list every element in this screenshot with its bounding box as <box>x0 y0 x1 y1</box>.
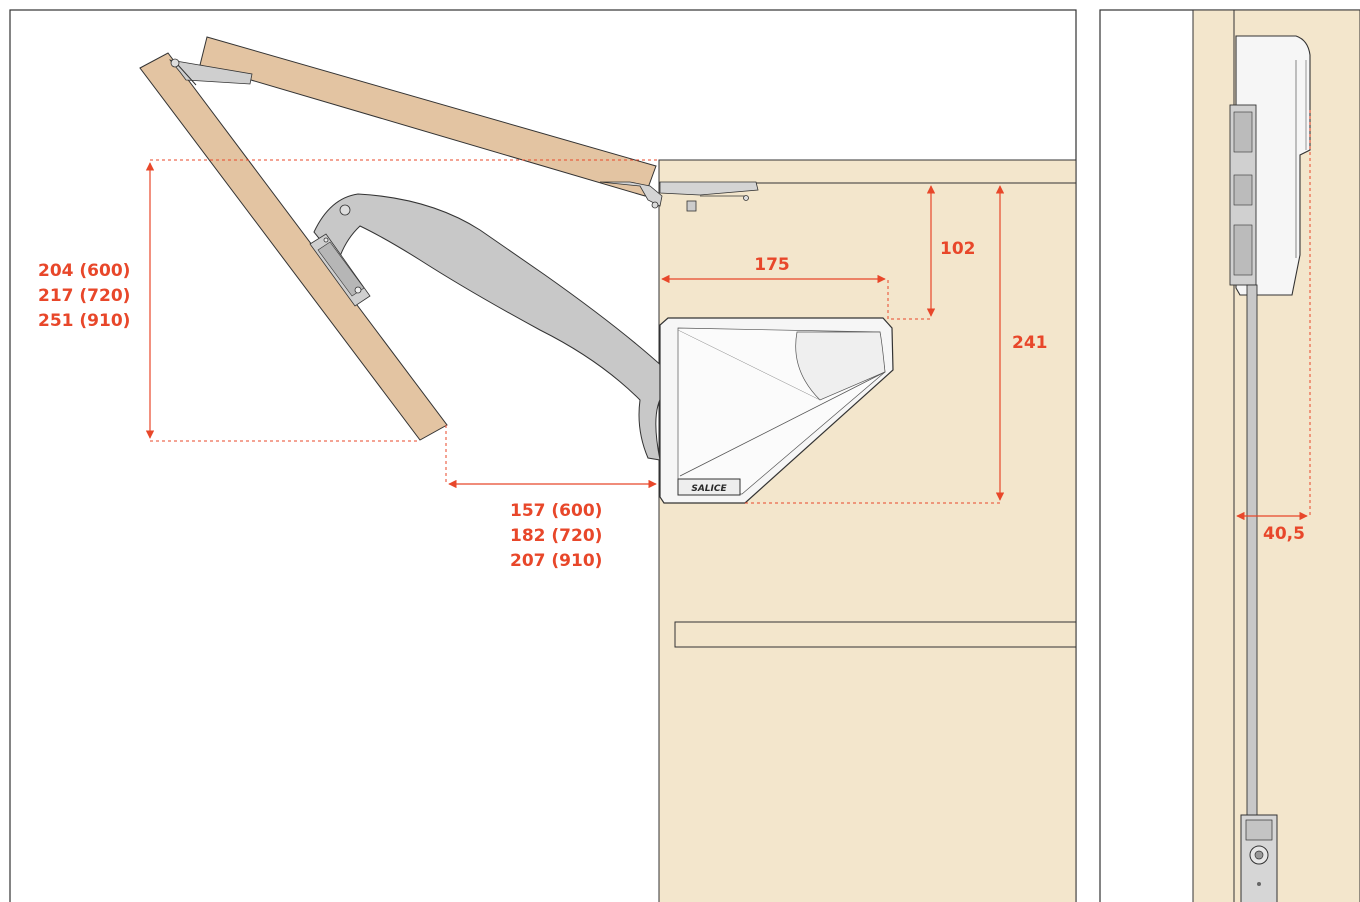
lower-door-panel <box>139 52 448 441</box>
height-setting-600: 204 (600) <box>38 261 130 281</box>
side-clearance-720: 182 (720) <box>510 526 602 546</box>
side-clearance-600: 157 (600) <box>510 501 602 521</box>
dimension-depth-40-5: 40,5 <box>1236 110 1311 544</box>
height-241-label: 241 <box>1012 333 1048 353</box>
front-view: SALICE 204 (600) 217 (720) 251 (910) 157… <box>9 9 1077 902</box>
height-setting-910: 251 (910) <box>38 311 130 331</box>
dimension-height-241: 241 <box>745 185 1048 504</box>
dimension-top-offset-102: 102 <box>891 185 976 320</box>
door-mounting-plate <box>309 233 371 307</box>
side-bottom-bracket <box>1240 814 1278 902</box>
dimension-width-175: 175 <box>661 255 889 320</box>
width-175-label: 175 <box>754 255 790 275</box>
lift-arm <box>313 193 665 461</box>
mechanism-housing: SALICE <box>659 317 894 504</box>
upper-door-panel <box>199 36 657 197</box>
cabinet-side-panel <box>658 159 1077 902</box>
top-hinge <box>599 181 759 212</box>
arm-pivot <box>339 204 351 216</box>
cabinet-shelf <box>674 621 1077 648</box>
side-view: 40,5 <box>1099 9 1360 902</box>
brand-label-plate <box>677 478 741 496</box>
brand-label: SALICE <box>691 484 727 494</box>
side-rod <box>1246 284 1258 826</box>
dimension-height-setting: 204 (600) 217 (720) 251 (910) <box>38 159 659 442</box>
top-offset-102-label: 102 <box>940 239 976 259</box>
dimension-side-clearance: 157 (600) 182 (720) 207 (910) <box>445 425 657 571</box>
side-clearance-910: 207 (910) <box>510 551 602 571</box>
depth-40-5-label: 40,5 <box>1263 524 1305 544</box>
folding-hinge <box>168 58 253 86</box>
height-setting-720: 217 (720) <box>38 286 130 306</box>
side-housing <box>1229 35 1311 296</box>
